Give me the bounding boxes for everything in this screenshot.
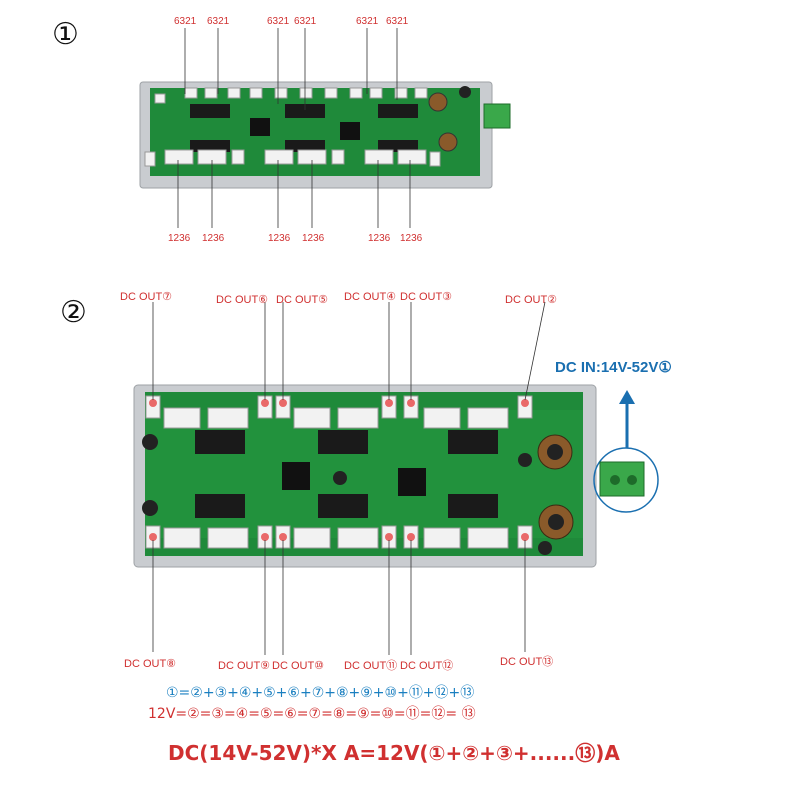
dc-out-12-label: DC OUT⑫ (400, 659, 453, 672)
top-label-6: 6321 (386, 16, 409, 27)
section2-top-leaders (152, 301, 546, 401)
dc-in-terminal (593, 447, 659, 513)
bottom-label-2: 1236 (202, 233, 225, 244)
bottom-label-4: 1236 (302, 233, 325, 244)
formula-power: DC(14V-52V)*X A=12V(①+②+③+......⑬)A (168, 741, 620, 765)
top-label-5: 6321 (356, 16, 379, 27)
dc-out-9-label: DC OUT⑨ (218, 660, 270, 672)
bottom-label-1: 1236 (168, 233, 191, 244)
dc-out-13-label: DC OUT⑬ (500, 655, 553, 668)
section1-bottom-leaders (177, 160, 411, 228)
section2-marker: ② (60, 295, 87, 330)
board1 (139, 81, 511, 189)
section1-marker: ① (52, 17, 79, 52)
dc-in-label: DC IN:14V-52V① (555, 359, 672, 376)
dc-out-4-label: DC OUT④ (344, 291, 396, 303)
section2-bottom-labels: DC OUT⑧ DC OUT⑨ DC OUT⑩ DC OUT⑪ DC OUT⑫ … (124, 655, 553, 672)
dc-out-3-label: DC OUT③ (400, 291, 452, 303)
top-label-1: 6321 (174, 16, 197, 27)
section2-bottom-leaders (152, 540, 526, 655)
top-label-2: 6321 (207, 16, 230, 27)
formula-sum: ①=②+③+④+⑤+⑥+⑦+⑧+⑨+⑩+⑪+⑫+⑬ (166, 685, 474, 701)
section1-bottom-labels: 1236 1236 1236 1236 1236 1236 (168, 233, 423, 244)
dc-out-5-label: DC OUT⑤ (276, 294, 328, 306)
section1-top-labels: 6321 6321 6321 6321 6321 6321 (174, 16, 409, 27)
section2-top-labels: DC OUT⑦ DC OUT⑥ DC OUT⑤ DC OUT④ DC OUT③ … (120, 291, 557, 306)
dc-out-6-label: DC OUT⑥ (216, 294, 268, 306)
top-label-4: 6321 (294, 16, 317, 27)
dc-out-10-label: DC OUT⑩ (272, 660, 324, 672)
formula-voltage: 12V=②=③=④=⑤=⑥=⑦=⑧=⑨=⑩=⑪=⑫= ⑬ (148, 706, 476, 722)
dc-out-8-label: DC OUT⑧ (124, 658, 176, 670)
dc-out-7-label: DC OUT⑦ (120, 291, 172, 303)
bottom-label-6: 1236 (400, 233, 423, 244)
section1-top-leaders (184, 28, 398, 110)
bottom-label-5: 1236 (368, 233, 391, 244)
dc-in-arrow (619, 390, 635, 448)
bottom-label-3: 1236 (268, 233, 291, 244)
dc-out-2-label: DC OUT② (505, 294, 557, 306)
dc-out-11-label: DC OUT⑪ (344, 659, 397, 672)
top-label-3: 6321 (267, 16, 290, 27)
board2 (133, 384, 597, 568)
